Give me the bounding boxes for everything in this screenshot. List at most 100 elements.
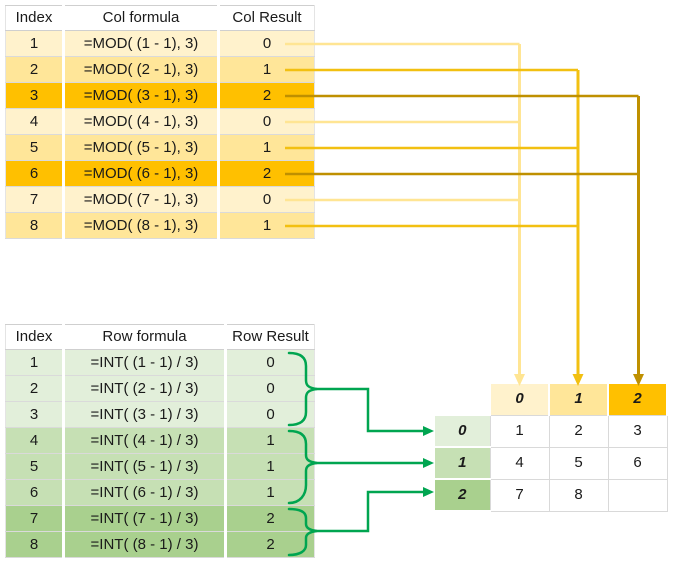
col-table-header-index: Index — [5, 5, 65, 31]
row-table-header-row: Index Row formula Row Result — [5, 324, 315, 350]
result-cell: 1 — [218, 134, 315, 161]
col-result-0-connector — [285, 42, 525, 386]
result-cell: 0 — [218, 186, 315, 213]
grid-column-header-row: 0 1 2 — [435, 384, 668, 415]
col-table-header-formula: Col formula — [63, 5, 220, 31]
result-cell: 2 — [218, 160, 315, 187]
table-row: 6=INT( (6 - 1) / 3)1 — [5, 479, 315, 506]
row-table-header-formula: Row formula — [63, 324, 227, 350]
grid-col-header-2: 2 — [607, 384, 668, 415]
result-cell: 2 — [218, 82, 315, 109]
table-row: 5=INT( (5 - 1) / 3)1 — [5, 453, 315, 480]
table-row: 3=INT( (3 - 1) / 3)0 — [5, 401, 315, 428]
index-cell: 4 — [5, 108, 65, 135]
index-cell: 1 — [5, 349, 65, 376]
table-row: 7=INT( (7 - 1) / 3)2 — [5, 505, 315, 532]
right-arrow-icon — [423, 487, 434, 497]
result-cell: 1 — [225, 427, 315, 454]
result-cell: 1 — [218, 212, 315, 239]
row-table-header-result: Row Result — [225, 324, 315, 350]
index-cell: 8 — [5, 531, 65, 558]
result-cell: 0 — [225, 401, 315, 428]
table-row: 7=MOD( (7 - 1), 3)0 — [5, 186, 315, 213]
col-table-header-result: Col Result — [218, 5, 315, 31]
table-row: 2=MOD( (2 - 1), 3)1 — [5, 56, 315, 83]
index-cell: 2 — [5, 375, 65, 402]
formula-cell: =MOD( (5 - 1), 3) — [63, 134, 220, 161]
index-cell: 5 — [5, 453, 65, 480]
result-cell: 0 — [225, 375, 315, 402]
result-cell: 2 — [225, 531, 315, 558]
formula-cell: =INT( (2 - 1) / 3) — [63, 375, 227, 402]
row-formula-table: Index Row formula Row Result 1=INT( (1 -… — [5, 324, 315, 558]
grid-cell: 4 — [489, 446, 550, 480]
result-cell: 0 — [218, 30, 315, 57]
index-cell: 6 — [5, 160, 65, 187]
grid-cell: 8 — [548, 478, 609, 512]
result-cell: 2 — [225, 505, 315, 532]
col-formula-table: Index Col formula Col Result 1=MOD( (1 -… — [5, 5, 315, 239]
grid-corner-cell — [435, 384, 490, 415]
formula-cell: =MOD( (8 - 1), 3) — [63, 212, 220, 239]
index-cell: 5 — [5, 134, 65, 161]
result-cell: 1 — [225, 479, 315, 506]
grid-cell: 7 — [489, 478, 550, 512]
grid-cell — [607, 478, 668, 512]
grid-cell: 1 — [489, 414, 550, 448]
grid-row-header-0: 0 — [435, 414, 490, 448]
index-cell: 6 — [5, 479, 65, 506]
result-cell: 0 — [218, 108, 315, 135]
col-result-2-connector — [285, 94, 644, 386]
formula-cell: =INT( (1 - 1) / 3) — [63, 349, 227, 376]
grid-col-header-1: 1 — [548, 384, 609, 415]
result-cell: 1 — [225, 453, 315, 480]
grid-row-header-1: 1 — [435, 446, 490, 480]
index-cell: 3 — [5, 401, 65, 428]
index-cell: 8 — [5, 212, 65, 239]
table-row: 8=MOD( (8 - 1), 3)1 — [5, 212, 315, 239]
grid-cell: 2 — [548, 414, 609, 448]
table-row: 4=MOD( (4 - 1), 3)0 — [5, 108, 315, 135]
formula-cell: =MOD( (7 - 1), 3) — [63, 186, 220, 213]
grid-col-header-0: 0 — [489, 384, 550, 415]
col-result-1-connector — [285, 68, 584, 386]
table-row: 1=INT( (1 - 1) / 3)0 — [5, 349, 315, 376]
formula-cell: =INT( (4 - 1) / 3) — [63, 427, 227, 454]
formula-cell: =MOD( (4 - 1), 3) — [63, 108, 220, 135]
col-table-header-row: Index Col formula Col Result — [5, 5, 315, 31]
table-row: 1=MOD( (1 - 1), 3)0 — [5, 30, 315, 57]
index-cell: 7 — [5, 505, 65, 532]
index-cell: 3 — [5, 82, 65, 109]
formula-cell: =INT( (6 - 1) / 3) — [63, 479, 227, 506]
index-cell: 2 — [5, 56, 65, 83]
table-row: 4=INT( (4 - 1) / 3)1 — [5, 427, 315, 454]
grid-cell: 3 — [607, 414, 668, 448]
row-table-header-index: Index — [5, 324, 65, 350]
grid-row-header-2: 2 — [435, 478, 490, 512]
formula-cell: =INT( (5 - 1) / 3) — [63, 453, 227, 480]
index-cell: 4 — [5, 427, 65, 454]
right-arrow-icon — [423, 458, 434, 468]
formula-cell: =MOD( (2 - 1), 3) — [63, 56, 220, 83]
grid-cell: 6 — [607, 446, 668, 480]
table-row: 5=MOD( (5 - 1), 3)1 — [5, 134, 315, 161]
result-cell: 1 — [218, 56, 315, 83]
table-row: 8=INT( (8 - 1) / 3)2 — [5, 531, 315, 558]
right-arrow-icon — [423, 426, 434, 436]
result-cell: 0 — [225, 349, 315, 376]
index-cell: 1 — [5, 30, 65, 57]
table-row: 2=INT( (2 - 1) / 3)0 — [5, 375, 315, 402]
formula-cell: =INT( (8 - 1) / 3) — [63, 531, 227, 558]
formula-cell: =INT( (3 - 1) / 3) — [63, 401, 227, 428]
formula-cell: =INT( (7 - 1) / 3) — [63, 505, 227, 532]
grid-cell: 5 — [548, 446, 609, 480]
table-row: 6=MOD( (6 - 1), 3)2 — [5, 160, 315, 187]
formula-cell: =MOD( (6 - 1), 3) — [63, 160, 220, 187]
formula-cell: =MOD( (3 - 1), 3) — [63, 82, 220, 109]
formula-cell: =MOD( (1 - 1), 3) — [63, 30, 220, 57]
